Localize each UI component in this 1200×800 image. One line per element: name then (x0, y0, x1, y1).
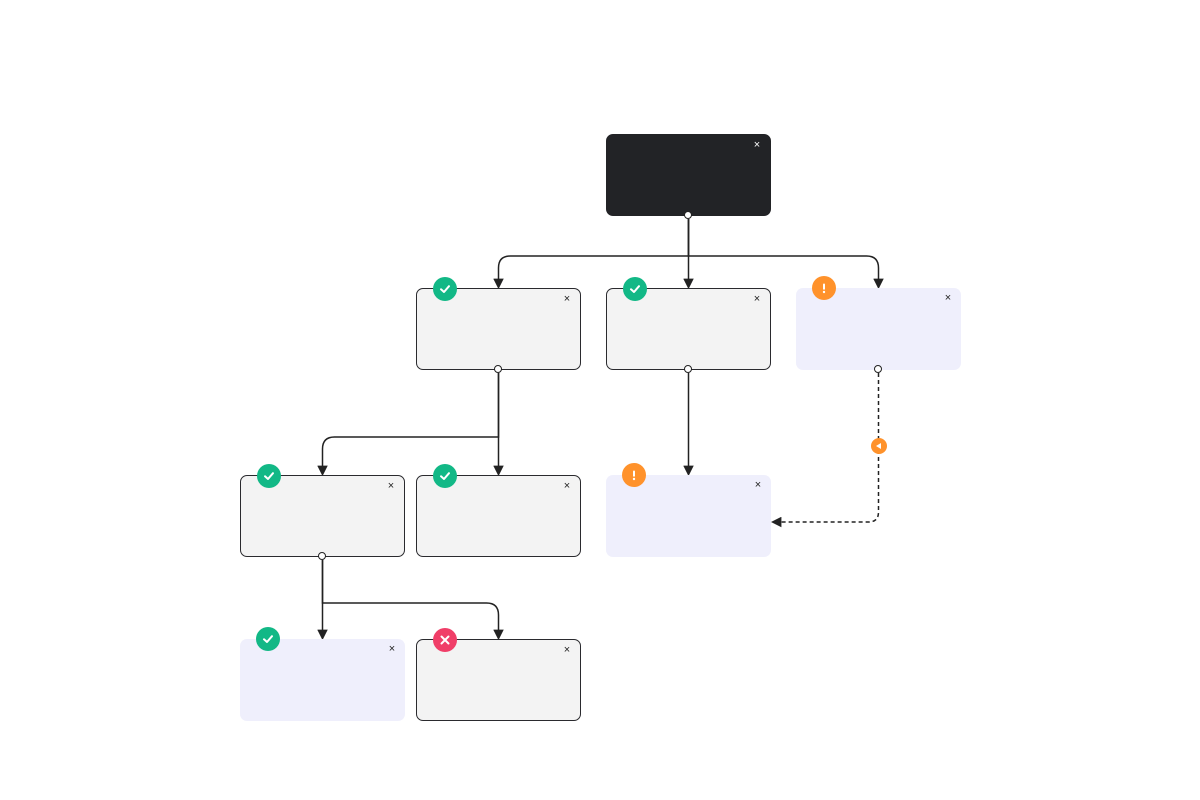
output-port[interactable] (683, 365, 692, 374)
flow-node-n6[interactable]: × (606, 463, 771, 557)
close-icon[interactable]: × (563, 293, 571, 305)
check-icon (262, 469, 276, 483)
check-icon (261, 632, 275, 646)
close-icon[interactable]: × (563, 644, 571, 656)
warning-icon (874, 441, 884, 451)
close-icon[interactable]: × (944, 292, 952, 304)
edge-root-n3[interactable] (687, 219, 884, 290)
status-badge-success (623, 277, 647, 301)
status-badge-success (433, 277, 457, 301)
close-icon[interactable]: × (753, 139, 761, 151)
flow-node-n7[interactable]: × (240, 627, 405, 721)
status-badge-warning (622, 463, 646, 487)
close-icon[interactable]: × (754, 479, 762, 491)
output-port[interactable] (683, 211, 692, 220)
check-icon (628, 282, 642, 296)
check-icon (438, 282, 452, 296)
flow-node-n1[interactable]: × (416, 277, 581, 370)
status-badge-success (256, 627, 280, 651)
exclamation-icon (817, 281, 831, 295)
close-icon[interactable]: × (387, 480, 395, 492)
edge-n3-n6[interactable] (770, 373, 880, 528)
output-port[interactable] (873, 365, 882, 374)
edge-n4-n8[interactable] (321, 560, 504, 641)
edge-warning-marker[interactable] (870, 438, 887, 454)
close-icon[interactable]: × (388, 643, 396, 655)
flow-node-n2[interactable]: × (606, 277, 771, 370)
output-port[interactable] (493, 365, 502, 374)
exclamation-icon (627, 468, 641, 482)
edge-n1-n4[interactable] (317, 373, 500, 477)
flow-node-root[interactable]: × (606, 134, 771, 216)
check-icon (438, 469, 452, 483)
status-badge-warning (812, 276, 836, 300)
output-port[interactable] (317, 552, 326, 561)
x-icon (438, 633, 452, 647)
flow-node-n3[interactable]: × (796, 276, 961, 370)
close-icon[interactable]: × (563, 480, 571, 492)
status-badge-success (433, 464, 457, 488)
status-badge-error (433, 628, 457, 652)
status-badge-success (257, 464, 281, 488)
flow-node-n4[interactable]: × (240, 464, 405, 557)
edge-root-n1[interactable] (493, 219, 690, 290)
flow-node-n8[interactable]: × (416, 628, 581, 721)
flow-node-n5[interactable]: × (416, 464, 581, 557)
close-icon[interactable]: × (753, 293, 761, 305)
